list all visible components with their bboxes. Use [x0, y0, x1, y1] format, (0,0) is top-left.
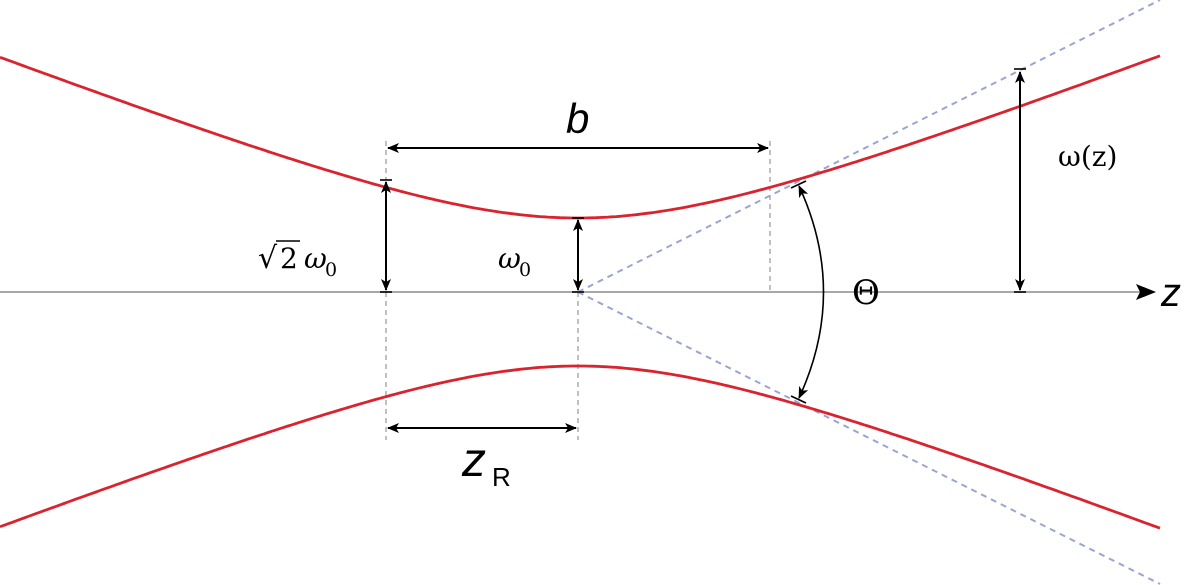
- sqrt-radical: √: [258, 241, 278, 276]
- divergence-angle-tick-top: [790, 180, 807, 189]
- beam-envelope-lower: [0, 364, 1161, 530]
- sqrt2-omega-subscript: 0: [325, 259, 337, 281]
- z-r-main: z: [461, 434, 486, 487]
- sqrt2-omega-symbol: ω: [304, 242, 327, 275]
- divergence-angle-tick-bottom: [790, 395, 807, 404]
- label-omega0: ω 0: [498, 242, 531, 281]
- label-omega-z: ω(z): [1058, 140, 1117, 173]
- omega0-symbol: ω: [498, 242, 521, 275]
- divergence-angle-arc: [798, 185, 825, 399]
- label-sqrt2-omega0: √ 2 ω 0: [258, 240, 337, 281]
- z-r-subscript: R: [492, 462, 511, 492]
- label-theta: Θ: [852, 273, 880, 313]
- omega0-subscript: 0: [519, 259, 531, 281]
- divergence-asymptote-upper: [577, 0, 1161, 293]
- z-axis-arrowhead: [1136, 284, 1156, 300]
- divergence-asymptote-lower: [577, 291, 1161, 585]
- label-z-axis: z: [1160, 271, 1181, 315]
- sqrt-radicand: 2: [280, 242, 298, 275]
- label-z-r: z R: [461, 434, 511, 492]
- label-b: b: [566, 95, 589, 142]
